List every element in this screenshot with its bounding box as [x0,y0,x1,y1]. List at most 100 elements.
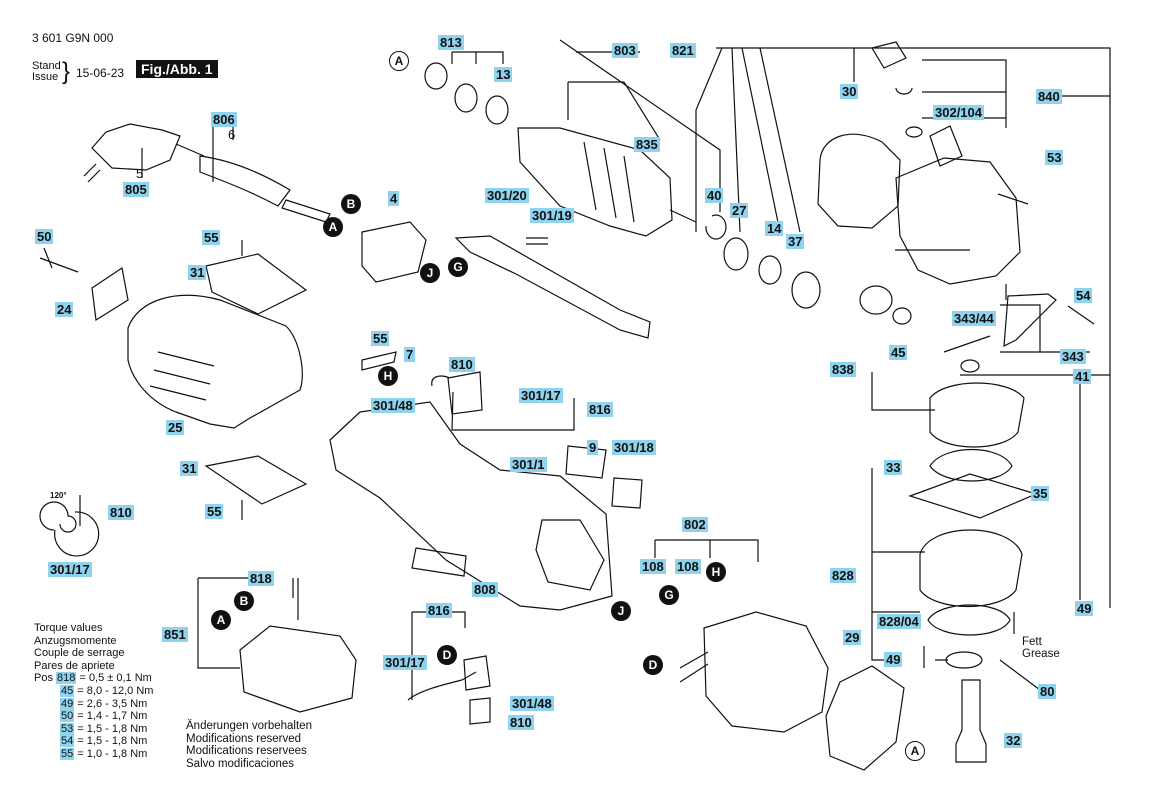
torque-row: 54 = 1,5 - 1,8 Nm [60,735,148,748]
part-label-5: 5 [136,166,144,181]
brace: } [62,58,71,85]
part-label-806: 806 [211,112,237,127]
part-label-25: 25 [166,420,185,435]
part-label-302-104: 302/104 [933,105,984,120]
torque-value: 1,0 - 1,8 Nm [86,747,148,760]
connector-j-stator: J [611,601,631,621]
part-label-45: 45 [889,345,908,360]
part-label-805: 805 [123,182,149,197]
part-label-851: 851 [162,627,188,642]
part-label-810-spring: 810 [108,505,134,520]
issue-label: Issue [32,71,59,83]
part-label-808: 808 [472,582,498,597]
torque-pos: 54 [60,735,75,748]
part-label-35: 35 [1031,486,1050,501]
part-label-31-top: 31 [188,265,207,280]
stand-label: Stand [32,60,61,72]
part-label-803: 803 [612,43,638,58]
torque-value: 1,4 - 1,7 Nm [86,710,148,723]
part-label-27: 27 [730,203,749,218]
torque-value: 2,6 - 3,5 Nm [86,697,148,710]
connector-b-cover: B [234,591,254,611]
part-label-49-right: 49 [1075,601,1094,616]
torque-value: 1,5 - 1,8 Nm [86,722,148,735]
connector-j-switch: J [420,263,440,283]
part-label-813: 813 [438,35,464,50]
grease-label-fett: Fett [1022,636,1042,648]
part-label-840: 840 [1036,89,1062,104]
torque-row: 45 = 8,0 - 12,0 Nm [60,684,154,697]
torque-pos: 45 [60,684,75,697]
part-label-108-b: 108 [675,559,701,574]
part-label-835: 835 [634,137,660,152]
part-label-53: 53 [1045,150,1064,165]
connector-g-stator: G [659,585,679,605]
modification-notes: Änderungen vorbehalten Modifications res… [186,720,312,770]
note-es: Salvo modificaciones [186,757,295,770]
part-label-301-17-top: 301/17 [519,388,563,403]
stand-issue: Stand Issue [32,61,61,83]
part-label-29: 29 [843,630,862,645]
part-label-9: 9 [587,440,599,455]
part-label-80: 80 [1038,684,1057,699]
connector-h-stator: H [706,562,726,582]
connector-g-rod: G [448,257,468,277]
connector-a-cover: A [211,610,231,630]
part-label-40: 40 [705,188,724,203]
connector-d-stator: D [643,655,663,675]
torque-table: Torque values Anzugsmomente Couple de se… [34,622,153,761]
torque-row: 53 = 1,5 - 1,8 Nm [60,722,148,735]
part-label-49-left: 49 [884,652,903,667]
issue-date: 15-06-23 [76,66,125,80]
part-label-32: 32 [1004,733,1023,748]
part-label-50: 50 [35,229,54,244]
part-label-41: 41 [1073,369,1092,384]
torque-heading-de: Anzugsmomente [34,634,117,647]
note-de: Änderungen vorbehalten [186,720,312,732]
part-label-14: 14 [765,221,784,236]
part-label-343: 343 [1060,349,1086,364]
part-label-13: 13 [494,67,513,82]
torque-pos-label: Pos [34,672,53,685]
torque-row: Pos 818 = 0,5 ± 0,1 Nm [34,672,152,685]
part-label-816-bottom: 816 [426,603,452,618]
part-label-7: 7 [404,347,416,362]
torque-pos: 818 [56,672,77,685]
torque-heading-en: Torque values [34,622,103,634]
part-label-802: 802 [682,517,708,532]
torque-row: 50 = 1,4 - 1,7 Nm [60,710,148,723]
angle-label: 120° [50,491,67,500]
part-label-810-top: 810 [449,357,475,372]
part-label-810-bottom: 810 [508,715,534,730]
part-label-301-1: 301/1 [510,457,547,472]
connector-a-cord: A [323,217,343,237]
torque-value: 8,0 - 12,0 Nm [86,684,154,697]
part-label-55-bottom: 55 [205,504,224,519]
torque-value: 1,5 - 1,8 Nm [86,735,148,748]
part-label-828-04: 828/04 [877,614,921,629]
doc-number: 3 601 G9N 000 [32,31,114,45]
part-label-838: 838 [830,362,856,377]
torque-pos: 49 [60,697,75,710]
part-label-55-mid: 55 [371,331,390,346]
part-label-343-44: 343/44 [952,311,996,326]
part-label-301-17-bottom: 301/17 [383,655,427,670]
part-label-37: 37 [786,234,805,249]
part-label-301-18: 301/18 [612,440,656,455]
part-label-821: 821 [670,43,696,58]
torque-value: 0,5 ± 0,1 Nm [88,672,152,685]
connector-a-top: A [389,51,409,71]
part-label-818: 818 [248,571,274,586]
torque-pos: 53 [60,722,75,735]
part-label-54: 54 [1074,288,1093,303]
part-label-31-bottom: 31 [180,461,199,476]
part-label-301-48-top: 301/48 [371,398,415,413]
part-label-55-top: 55 [202,230,221,245]
part-label-108-a: 108 [640,559,666,574]
grease-label-grease: Grease [1022,648,1060,660]
part-label-301-20: 301/20 [485,188,529,203]
part-label-6: 6 [228,127,236,142]
note-fr: Modifications reservees [186,745,307,758]
part-label-33: 33 [884,460,903,475]
